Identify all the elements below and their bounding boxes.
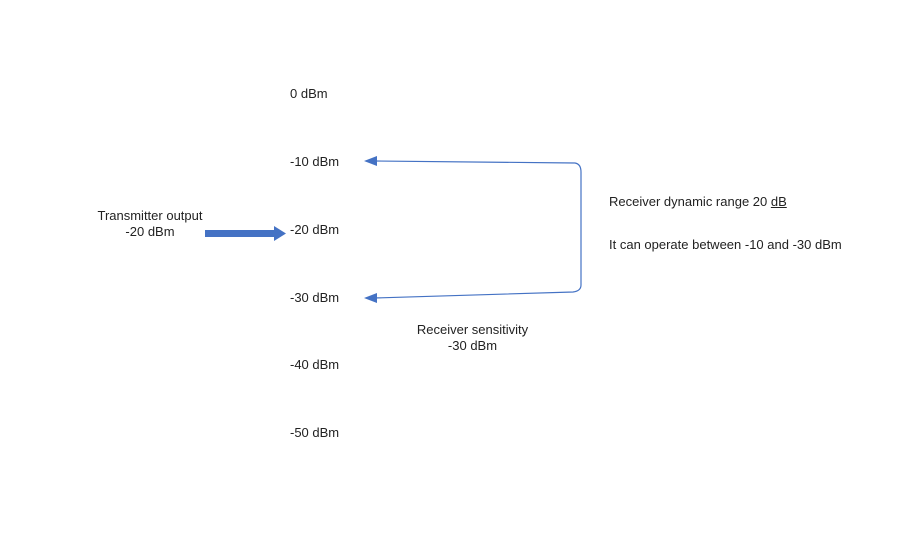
level-minus-30-dbm: -30 dBm [290, 290, 340, 305]
arrowhead-minus-30-dbm [364, 293, 377, 303]
arrowhead-minus-10-dbm [364, 156, 377, 166]
transmitter-label-line1: Transmitter output [97, 208, 203, 223]
sensitivity-label-line2: -30 dBm [447, 338, 498, 353]
dynamic-range-unit: dB [770, 194, 787, 209]
level-minus-10-dbm: -10 dBm [290, 154, 340, 169]
sensitivity-label-line1: Receiver sensitivity [416, 322, 529, 337]
level-0-dbm: 0 dBm [290, 86, 328, 101]
range-bracket-line [373, 160, 582, 299]
transmitter-label: Transmitter output -20 dBm [80, 208, 220, 240]
transmitter-arrow [205, 226, 286, 241]
dynamic-range-label: Receiver dynamic range 20 dB [609, 194, 787, 210]
level-minus-50-dbm: -50 dBm [290, 425, 340, 440]
dynamic-range-prefix: Receiver dynamic range 20 [609, 194, 771, 209]
level-minus-40-dbm: -40 dBm [290, 357, 340, 372]
sensitivity-label: Receiver sensitivity -30 dBm [400, 322, 545, 354]
level-minus-20-dbm: -20 dBm [290, 222, 340, 237]
transmitter-label-line2: -20 dBm [125, 224, 175, 239]
operate-range-label: It can operate between -10 and -30 dBm [609, 237, 842, 252]
